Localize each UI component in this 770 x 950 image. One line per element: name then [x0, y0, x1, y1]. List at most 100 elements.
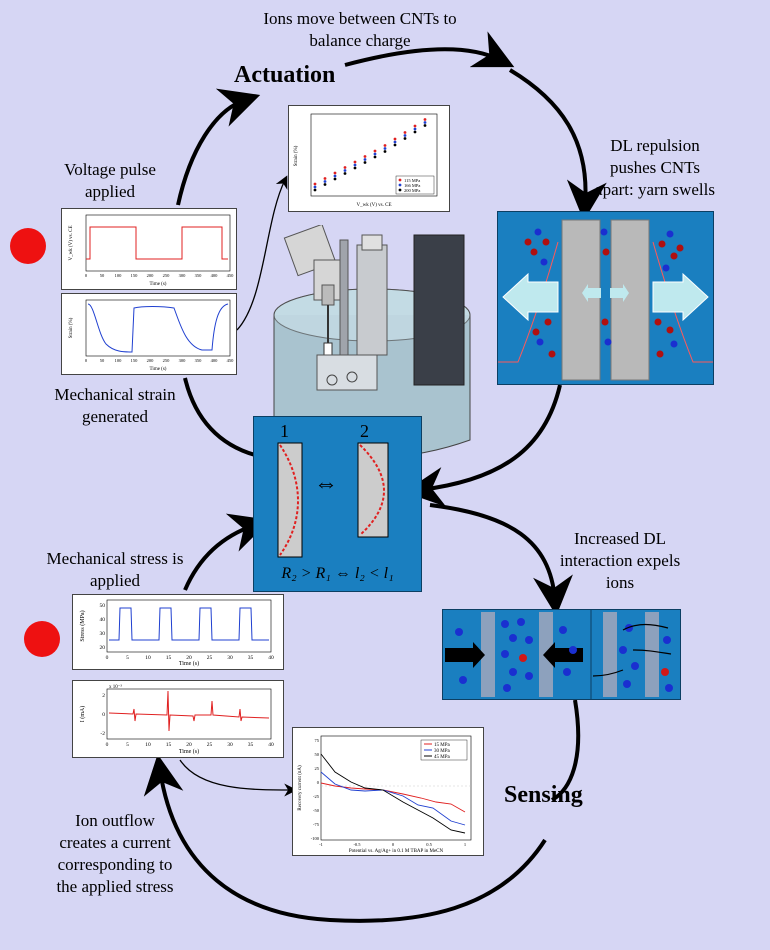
increased-dl-label: Increased DL interaction expels ions: [559, 529, 681, 592]
strain-plot-xtick: 0: [85, 358, 88, 363]
strain-voltage-point: [323, 180, 327, 183]
red-dot-top: [10, 228, 46, 264]
strain-plot-xtick: 200: [147, 358, 155, 363]
recovery-plot-xtick: -1: [319, 842, 323, 847]
strain-plot-xtick: 450: [227, 358, 235, 363]
svv-legend-2: 166 MPa: [404, 183, 420, 188]
recovery-30mpa-line: [320, 771, 466, 826]
voltage-plot-xtick: 0: [85, 273, 88, 278]
strain-voltage-point: [413, 127, 417, 131]
ion-dot: [625, 624, 633, 632]
vt-ylabel: V_wk (V) vs. CE: [69, 226, 74, 261]
strain-voltage-point: [333, 177, 337, 181]
strain-voltage-point: [413, 130, 417, 134]
recovery-plot-xtick: -0.5: [353, 842, 361, 847]
vt-xlabel: Time (s): [150, 282, 167, 287]
strain-voltage-point: [373, 149, 377, 153]
strain-plot-xtick: 50: [100, 358, 105, 363]
strain-voltage-point: [363, 155, 367, 158]
ion-dot: [663, 636, 671, 644]
strain-voltage-point: [383, 144, 387, 147]
svv-xlabel: V_wk (V) vs. CE: [357, 203, 392, 208]
arrow-bottom: [143, 754, 547, 923]
ion-dot: [601, 318, 609, 326]
strain-plot-xtick: 100: [115, 358, 123, 363]
recovery-plot-ytick: -50: [313, 808, 320, 813]
strain-voltage-point: [343, 172, 347, 175]
rec-ylabel: Recovery current (nA): [298, 765, 303, 811]
yarn-comparison-box: 1 2 ⇔ R₂ > R₁ ⇔ l₂ < l₁: [253, 416, 422, 592]
arrow-actuation-top: [344, 31, 515, 68]
stress-plot-xtick: 30: [227, 655, 233, 661]
svv-ylabel: Strain (%): [294, 145, 299, 166]
ion-dot: [548, 350, 556, 358]
strain-voltage-point: [313, 182, 317, 186]
recovery-plot-ytick: 50: [315, 752, 320, 757]
current-plot-xtick: 20: [186, 742, 192, 748]
voltage-plot-xtick: 350: [195, 273, 203, 278]
strain-plot-xtick: 300: [179, 358, 187, 363]
connector-current-to-plot: [179, 759, 298, 797]
current-plot-xtick: 25: [207, 742, 213, 748]
strain-voltage-point: [393, 137, 397, 141]
voltage-plot-xtick: 150: [131, 273, 139, 278]
ion-dot: [604, 338, 612, 346]
strain-voltage-point: [323, 177, 327, 180]
recovery-plot-ytick: 75: [315, 738, 320, 743]
arrow-swell-to-center: [404, 384, 562, 507]
ion-dot: [569, 646, 577, 654]
strain-voltage-point: [333, 174, 337, 178]
yarn-states: [277, 442, 389, 558]
stress-plot-xtick: 5: [126, 655, 129, 661]
recovery-plot-xtick: 1: [464, 842, 466, 847]
svv-legend-3: 200 MPa: [404, 188, 420, 193]
ion-dot: [666, 230, 674, 238]
strain-voltage-point: [333, 171, 337, 175]
current-plot-ytick: -2: [100, 731, 105, 737]
current-scale: x 10⁻³: [109, 684, 122, 690]
recovery-plot-ytick: -75: [313, 822, 320, 827]
ion-dot: [455, 628, 463, 636]
strain-voltage-point: [383, 147, 387, 150]
strain-voltage-point: [423, 124, 427, 127]
arrow-to-swell: [508, 68, 607, 221]
ion-dot: [666, 326, 674, 334]
strain-voltage-point: [323, 183, 327, 186]
current-plot-xtick: 10: [145, 742, 151, 748]
ion-dot: [534, 228, 542, 236]
ion-dot: [509, 634, 517, 642]
strain-voltage-point: [313, 188, 317, 192]
strain-voltage-point: [363, 161, 367, 164]
sensing-title: Sensing: [504, 782, 583, 808]
current-plot-xtick: 40: [268, 742, 274, 748]
ion-dot: [501, 650, 509, 658]
stress-plot-ytick: 50: [100, 603, 106, 609]
actuation-title: Actuation: [234, 62, 336, 88]
current-ylabel: I (mA): [79, 706, 86, 723]
stress-plot-xtick: 20: [186, 655, 192, 661]
ion-dot: [530, 248, 538, 256]
ion-dot: [654, 318, 662, 326]
st-ylabel: Strain (%): [69, 317, 74, 338]
current-plot-xtick: 15: [166, 742, 172, 748]
strain-voltage-point: [373, 155, 377, 159]
ion-dot: [544, 318, 552, 326]
svv-legend-1: 115 MPa: [404, 178, 420, 183]
state-1-label: 1: [280, 421, 289, 441]
strain-voltage-point: [353, 163, 357, 167]
strain-voltage-point: [403, 137, 407, 140]
strain-voltage-point: [393, 140, 397, 144]
double-arrow: ⇔: [314, 471, 338, 497]
recovery-plot-ytick: 0: [317, 780, 320, 785]
st-xlabel: Time (s): [150, 367, 167, 372]
ion-expulsion-illustration: [442, 609, 681, 700]
mech-stress-label: Mechanical stress is applied: [46, 549, 184, 590]
ion-dot: [519, 654, 527, 662]
ion-dot: [459, 676, 467, 684]
strain-voltage-point: [373, 152, 377, 156]
